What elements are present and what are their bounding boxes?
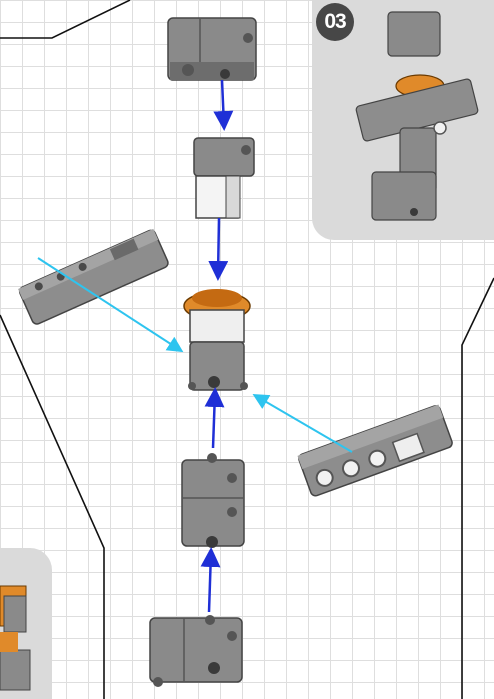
step-preview-assembly: [355, 11, 479, 221]
servo-bottom: [149, 615, 243, 687]
beam-left: [18, 228, 169, 325]
servo-top: [167, 17, 257, 81]
arrows-diagonal: [37, 257, 353, 453]
connector-white: [193, 137, 255, 219]
beam-right: [297, 404, 453, 497]
step-number-badge: 03: [316, 3, 354, 41]
arrows-vertical: [200, 79, 234, 613]
side-preview-assembly: [0, 585, 31, 691]
pulley-hub: [183, 289, 251, 391]
servo-middle: [181, 453, 245, 548]
